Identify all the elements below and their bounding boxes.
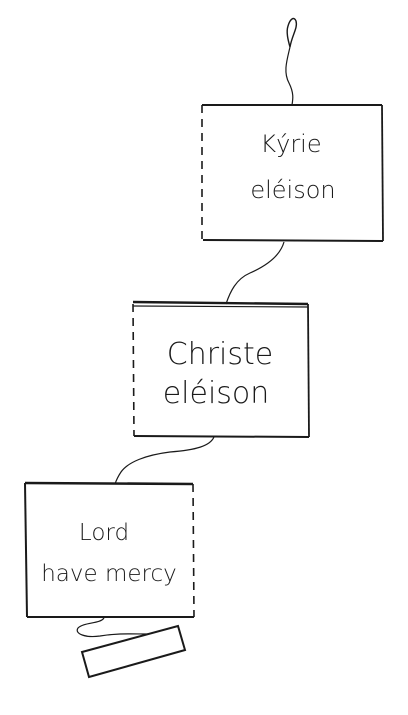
card-kyrie-line-2: eléison — [250, 176, 335, 204]
card-kyrie-line-1: Kýrie — [260, 130, 321, 158]
card-lord-line-2: have mercy — [41, 561, 177, 587]
hanging-string-lower — [114, 436, 215, 485]
hanging-string-top — [285, 46, 294, 106]
card-christe: Christe eléison — [132, 300, 310, 438]
card-kyrie: Kýrie eléison — [201, 104, 384, 242]
hanging-string-middle — [225, 241, 285, 305]
label-tag-icon — [80, 624, 187, 679]
hook-icon — [286, 17, 298, 48]
card-lord-line-1: Lord — [79, 520, 129, 546]
card-christe-line-2: eléison — [163, 376, 270, 411]
card-lord: Lord have mercy — [24, 481, 195, 618]
card-christe-line-1: Christe — [167, 337, 273, 372]
